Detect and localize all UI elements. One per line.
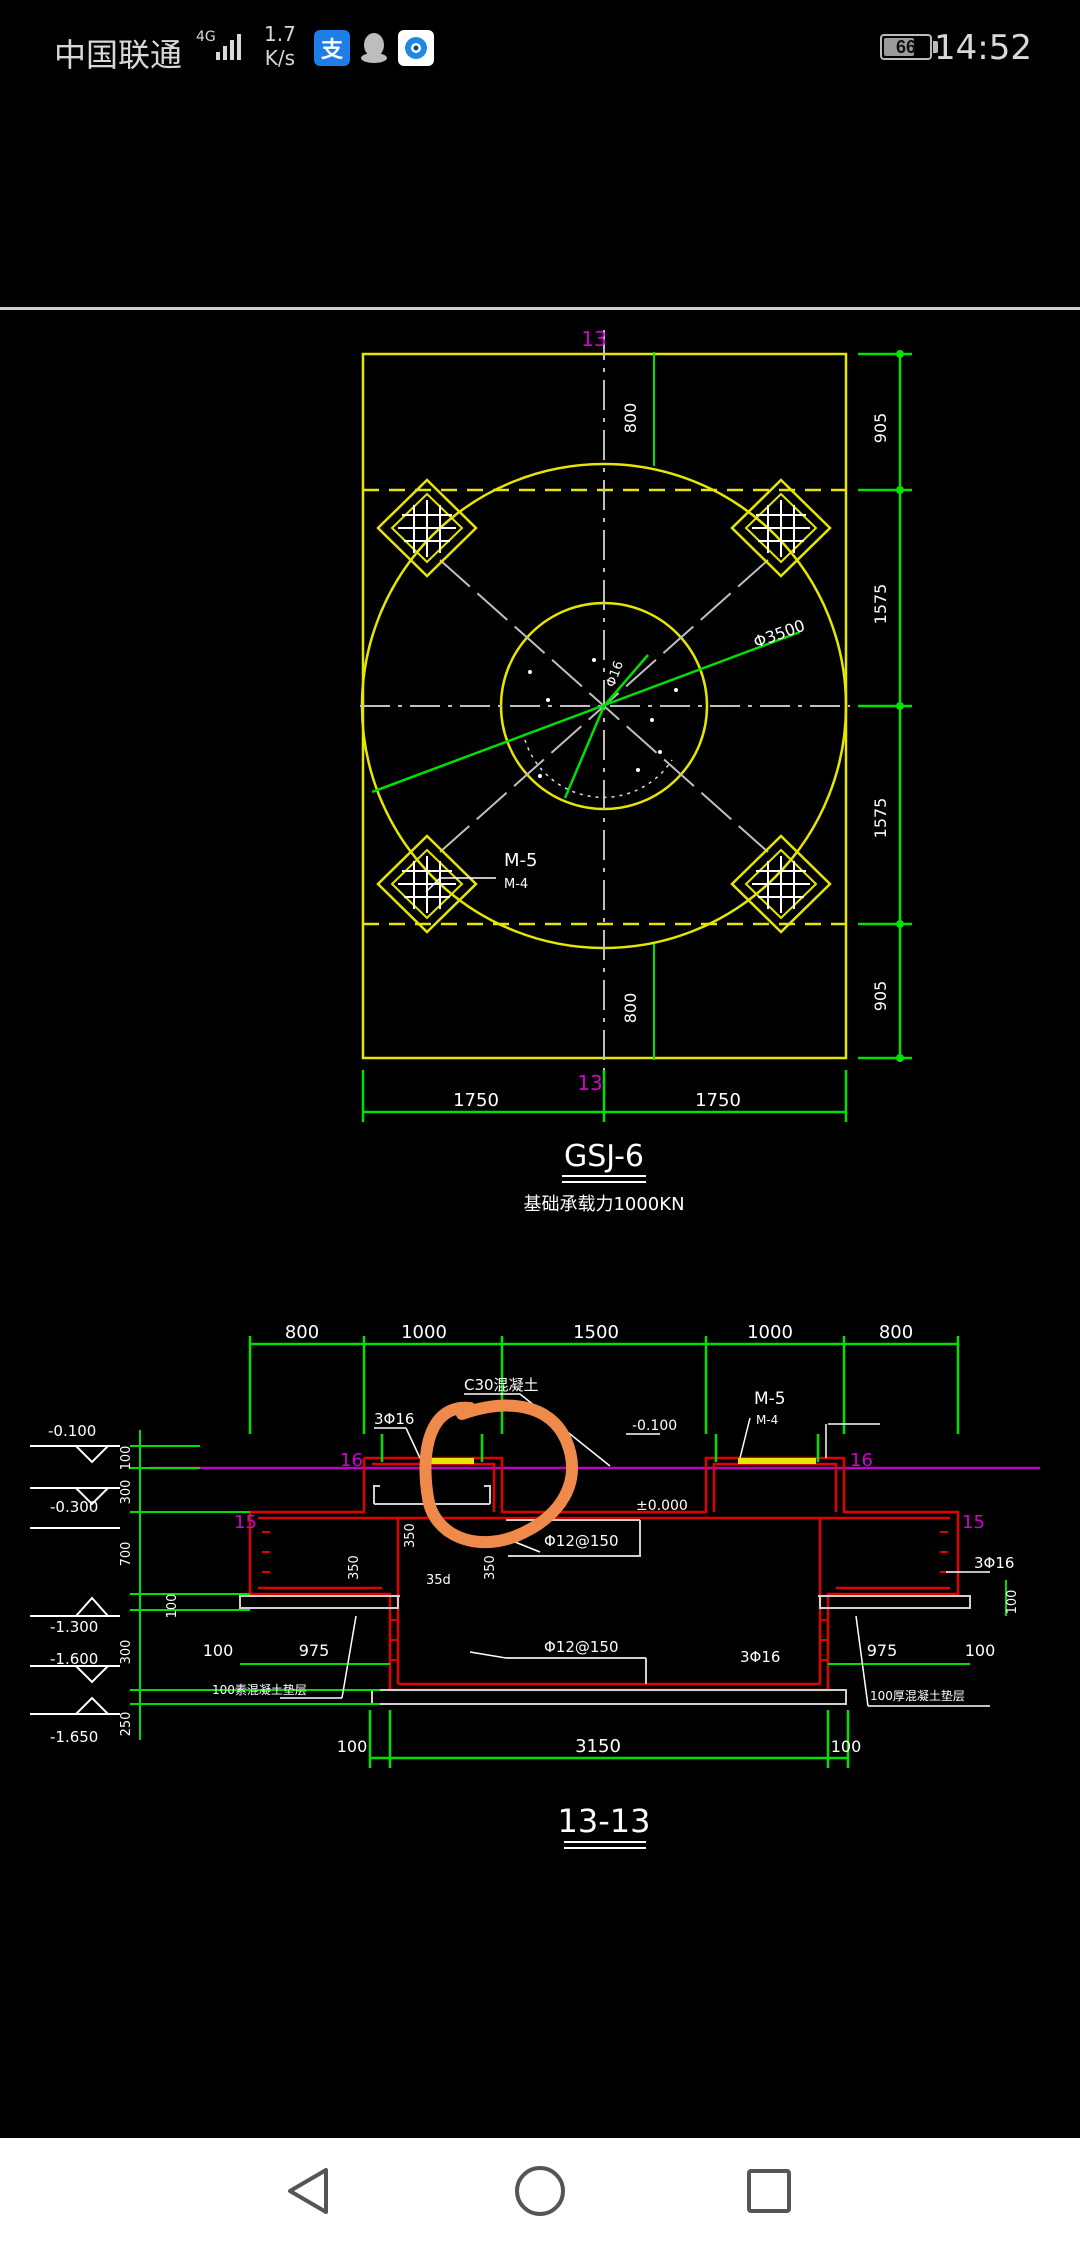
elev-dim-2: 300 (119, 1480, 134, 1505)
diameter-leader (371, 630, 801, 794)
mark-top-left: 16 (340, 1450, 363, 1471)
qq-icon (361, 33, 387, 63)
sec-top-dim-2: 1000 (401, 1322, 447, 1343)
navigation-bar (0, 2138, 1080, 2244)
note-stirrup-1: Φ12@150 (544, 1532, 619, 1550)
inner-dim-top: 800 (621, 403, 640, 434)
sec-bottom-dim-1: 100 (337, 1737, 368, 1756)
signal-strength-icon (216, 34, 241, 60)
note-elev-top-right: -0.100 (632, 1418, 677, 1434)
home-circle-icon[interactable] (507, 2158, 573, 2224)
mark-left: 15 (234, 1512, 257, 1533)
cad-drawing[interactable]: Φ3500 Φ16 M-5 M-4 800 800 13 13 (0, 310, 1080, 2138)
top-divider (0, 307, 1080, 310)
note-bolt: M-5 (754, 1389, 786, 1409)
sec-right-side-dim: 100 (1005, 1590, 1020, 1615)
battery-icon: 66 (880, 34, 932, 60)
plan-dim-right-4: 905 (871, 981, 890, 1012)
elevation-markers (30, 1445, 120, 1715)
mark-top-right: 16 (850, 1450, 873, 1471)
net-speed-unit: K/s (264, 46, 296, 70)
section-bottom-dims (368, 1710, 850, 1768)
status-bar: 中国联通 4G 1.7 K/s 支 66 14:52 (0, 0, 1080, 100)
plan-title: GSJ-6 (564, 1139, 644, 1174)
recents-square-icon[interactable] (736, 2158, 802, 2224)
bolt-tag: M-5 (504, 850, 537, 871)
mark-right: 15 (962, 1512, 985, 1533)
alipay-icon: 支 (314, 30, 350, 66)
sec-side-dim-3: 975 (867, 1641, 898, 1660)
elev-dim-1: 100 (119, 1446, 134, 1471)
section-top-dims (248, 1336, 960, 1434)
elev-6: -1.650 (50, 1728, 98, 1746)
note-cushion-right: 100厚混凝土垫层 (870, 1688, 965, 1703)
sec-top-dim-1: 800 (285, 1322, 319, 1343)
back-triangle-icon[interactable] (276, 2158, 342, 2224)
plan-dim-bottom-2: 1750 (695, 1090, 741, 1111)
axis-label-top: 13 (581, 327, 606, 351)
note-concrete: C30混凝土 (464, 1376, 539, 1394)
pile-bottom-right (730, 834, 832, 934)
sec-dim-350-3: 350 (483, 1555, 498, 1580)
battery-level: 66 (895, 37, 917, 57)
pile-top-left (376, 478, 478, 578)
axis-label-bottom: 13 (577, 1071, 602, 1095)
network-type-label: 4G (196, 29, 216, 45)
note-stirrup-2: Φ12@150 (544, 1638, 619, 1656)
plan-dim-right-2: 1575 (871, 584, 890, 625)
pile-top-right (730, 478, 832, 578)
elev-4: -1.600 (50, 1650, 98, 1668)
elev-dim-4: 300 (119, 1640, 134, 1665)
elev-dim-5: 250 (119, 1712, 134, 1737)
sec-top-dim-5: 800 (879, 1322, 913, 1343)
elev-dim-6: 100 (165, 1594, 180, 1619)
note-rebar-3: 3Φ16 (974, 1554, 1014, 1572)
sec-side-dim-4: 100 (965, 1641, 996, 1660)
net-speed-value: 1.7 (264, 22, 296, 46)
elev-1: -0.100 (48, 1422, 96, 1440)
sec-dim-350-1: 350 (403, 1523, 418, 1548)
elev-dim-3: 700 (119, 1542, 134, 1567)
orange-circle-annotation (419, 1399, 578, 1549)
carrier-label: 中国联通 (54, 36, 183, 74)
plan-view: Φ3500 Φ16 M-5 M-4 800 800 13 13 (360, 327, 912, 1215)
section-view: 800 1000 1500 1000 800 (30, 1322, 1040, 1849)
sec-top-dim-4: 1000 (747, 1322, 793, 1343)
plan-dim-right-1: 905 (871, 413, 890, 444)
bottom-dim-chain (361, 1070, 848, 1122)
foundation-outline (248, 1456, 960, 1692)
sec-side-dim-1: 100 (203, 1641, 234, 1660)
section-title: 13-13 (558, 1802, 651, 1840)
sec-bottom-dim-2: 3150 (575, 1736, 621, 1757)
bolt-tag-sub: M-4 (504, 877, 528, 892)
sec-dim-35d: 35d (426, 1573, 451, 1588)
elev-2: -0.300 (50, 1498, 98, 1516)
note-bolt-sub: M-4 (756, 1413, 778, 1427)
sec-dim-350-2: 350 (347, 1555, 362, 1580)
svg-text:支: 支 (321, 38, 344, 63)
sec-side-dim-2: 975 (299, 1641, 330, 1660)
note-elev-mid: ±0.000 (636, 1498, 688, 1514)
note-rebar-2: 3Φ16 (740, 1648, 780, 1666)
elev-3: -1.300 (50, 1618, 98, 1636)
note-rebar-1: 3Φ16 (374, 1410, 414, 1428)
clock: 14:52 (934, 28, 1032, 68)
inner-dim-bottom: 800 (621, 993, 640, 1024)
diameter-label: Φ3500 (751, 616, 808, 652)
sec-bottom-dim-3: 100 (831, 1737, 862, 1756)
net-speed: 1.7 K/s (264, 22, 296, 70)
note-cushion-left: 100素混凝土垫层 (212, 1682, 307, 1697)
plan-dim-bottom-1: 1750 (453, 1090, 499, 1111)
sec-top-dim-3: 1500 (573, 1322, 619, 1343)
pile-bottom-left (376, 834, 478, 934)
camera-app-icon (398, 30, 434, 66)
plan-dim-right-3: 1575 (871, 798, 890, 839)
plan-subtitle: 基础承载力1000KN (523, 1194, 684, 1215)
